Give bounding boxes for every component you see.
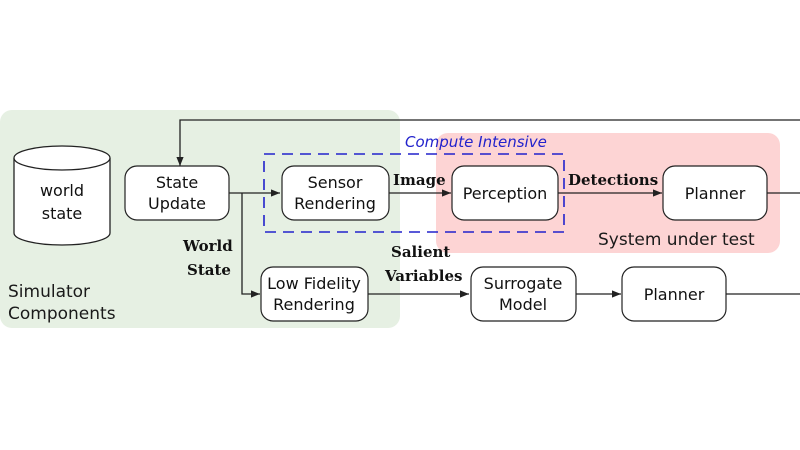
sensor-rendering-node: Sensor Rendering <box>281 165 390 221</box>
compute-intensive-label: Compute Intensive <box>405 133 547 151</box>
edge-label-world-state-line1: World <box>182 237 233 255</box>
simulator-label-line1: Simulator <box>8 282 90 302</box>
sensor-rendering-label-line1: Sensor <box>308 173 363 192</box>
edge-label-salient-line1: Salient <box>391 243 450 261</box>
state-update-label-line2: Update <box>148 194 206 213</box>
world-state-label-line1: world <box>40 181 84 200</box>
low-fidelity-label-line1: Low Fidelity <box>267 274 361 293</box>
edge-feedback-loop <box>176 119 800 166</box>
simulator-label-line2: Components <box>8 304 116 324</box>
edge-label-salient-line2: Variables <box>384 267 462 285</box>
planner-bottom-node: Planner <box>621 266 727 322</box>
system-under-test-label: System under test <box>598 230 755 250</box>
planner-top-label: Planner <box>685 184 746 203</box>
sensor-rendering-label-line2: Rendering <box>294 194 376 213</box>
edge-label-world-state-line2: State <box>187 261 231 279</box>
world-state-node: world state <box>13 145 111 246</box>
surrogate-model-node: Surrogate Model <box>470 266 577 322</box>
state-update-label-line1: State <box>156 173 198 192</box>
compute-intensive-box <box>263 153 565 233</box>
planner-bottom-label: Planner <box>644 285 705 304</box>
connectors <box>176 119 800 298</box>
edge-label-detections: Detections <box>568 171 658 189</box>
low-fidelity-label-line2: Rendering <box>273 295 355 314</box>
surrogate-label-line2: Model <box>499 295 547 314</box>
state-update-node: State Update <box>124 165 230 221</box>
low-fidelity-rendering-node: Low Fidelity Rendering <box>260 266 369 322</box>
world-state-label-line2: state <box>42 204 83 223</box>
perception-node: Perception <box>451 165 559 221</box>
edge-state-to-lowfi <box>241 193 260 298</box>
perception-label: Perception <box>463 184 548 203</box>
surrogate-label-line1: Surrogate <box>484 274 563 293</box>
edge-label-image: Image <box>393 171 446 189</box>
planner-top-node: Planner <box>662 165 768 221</box>
